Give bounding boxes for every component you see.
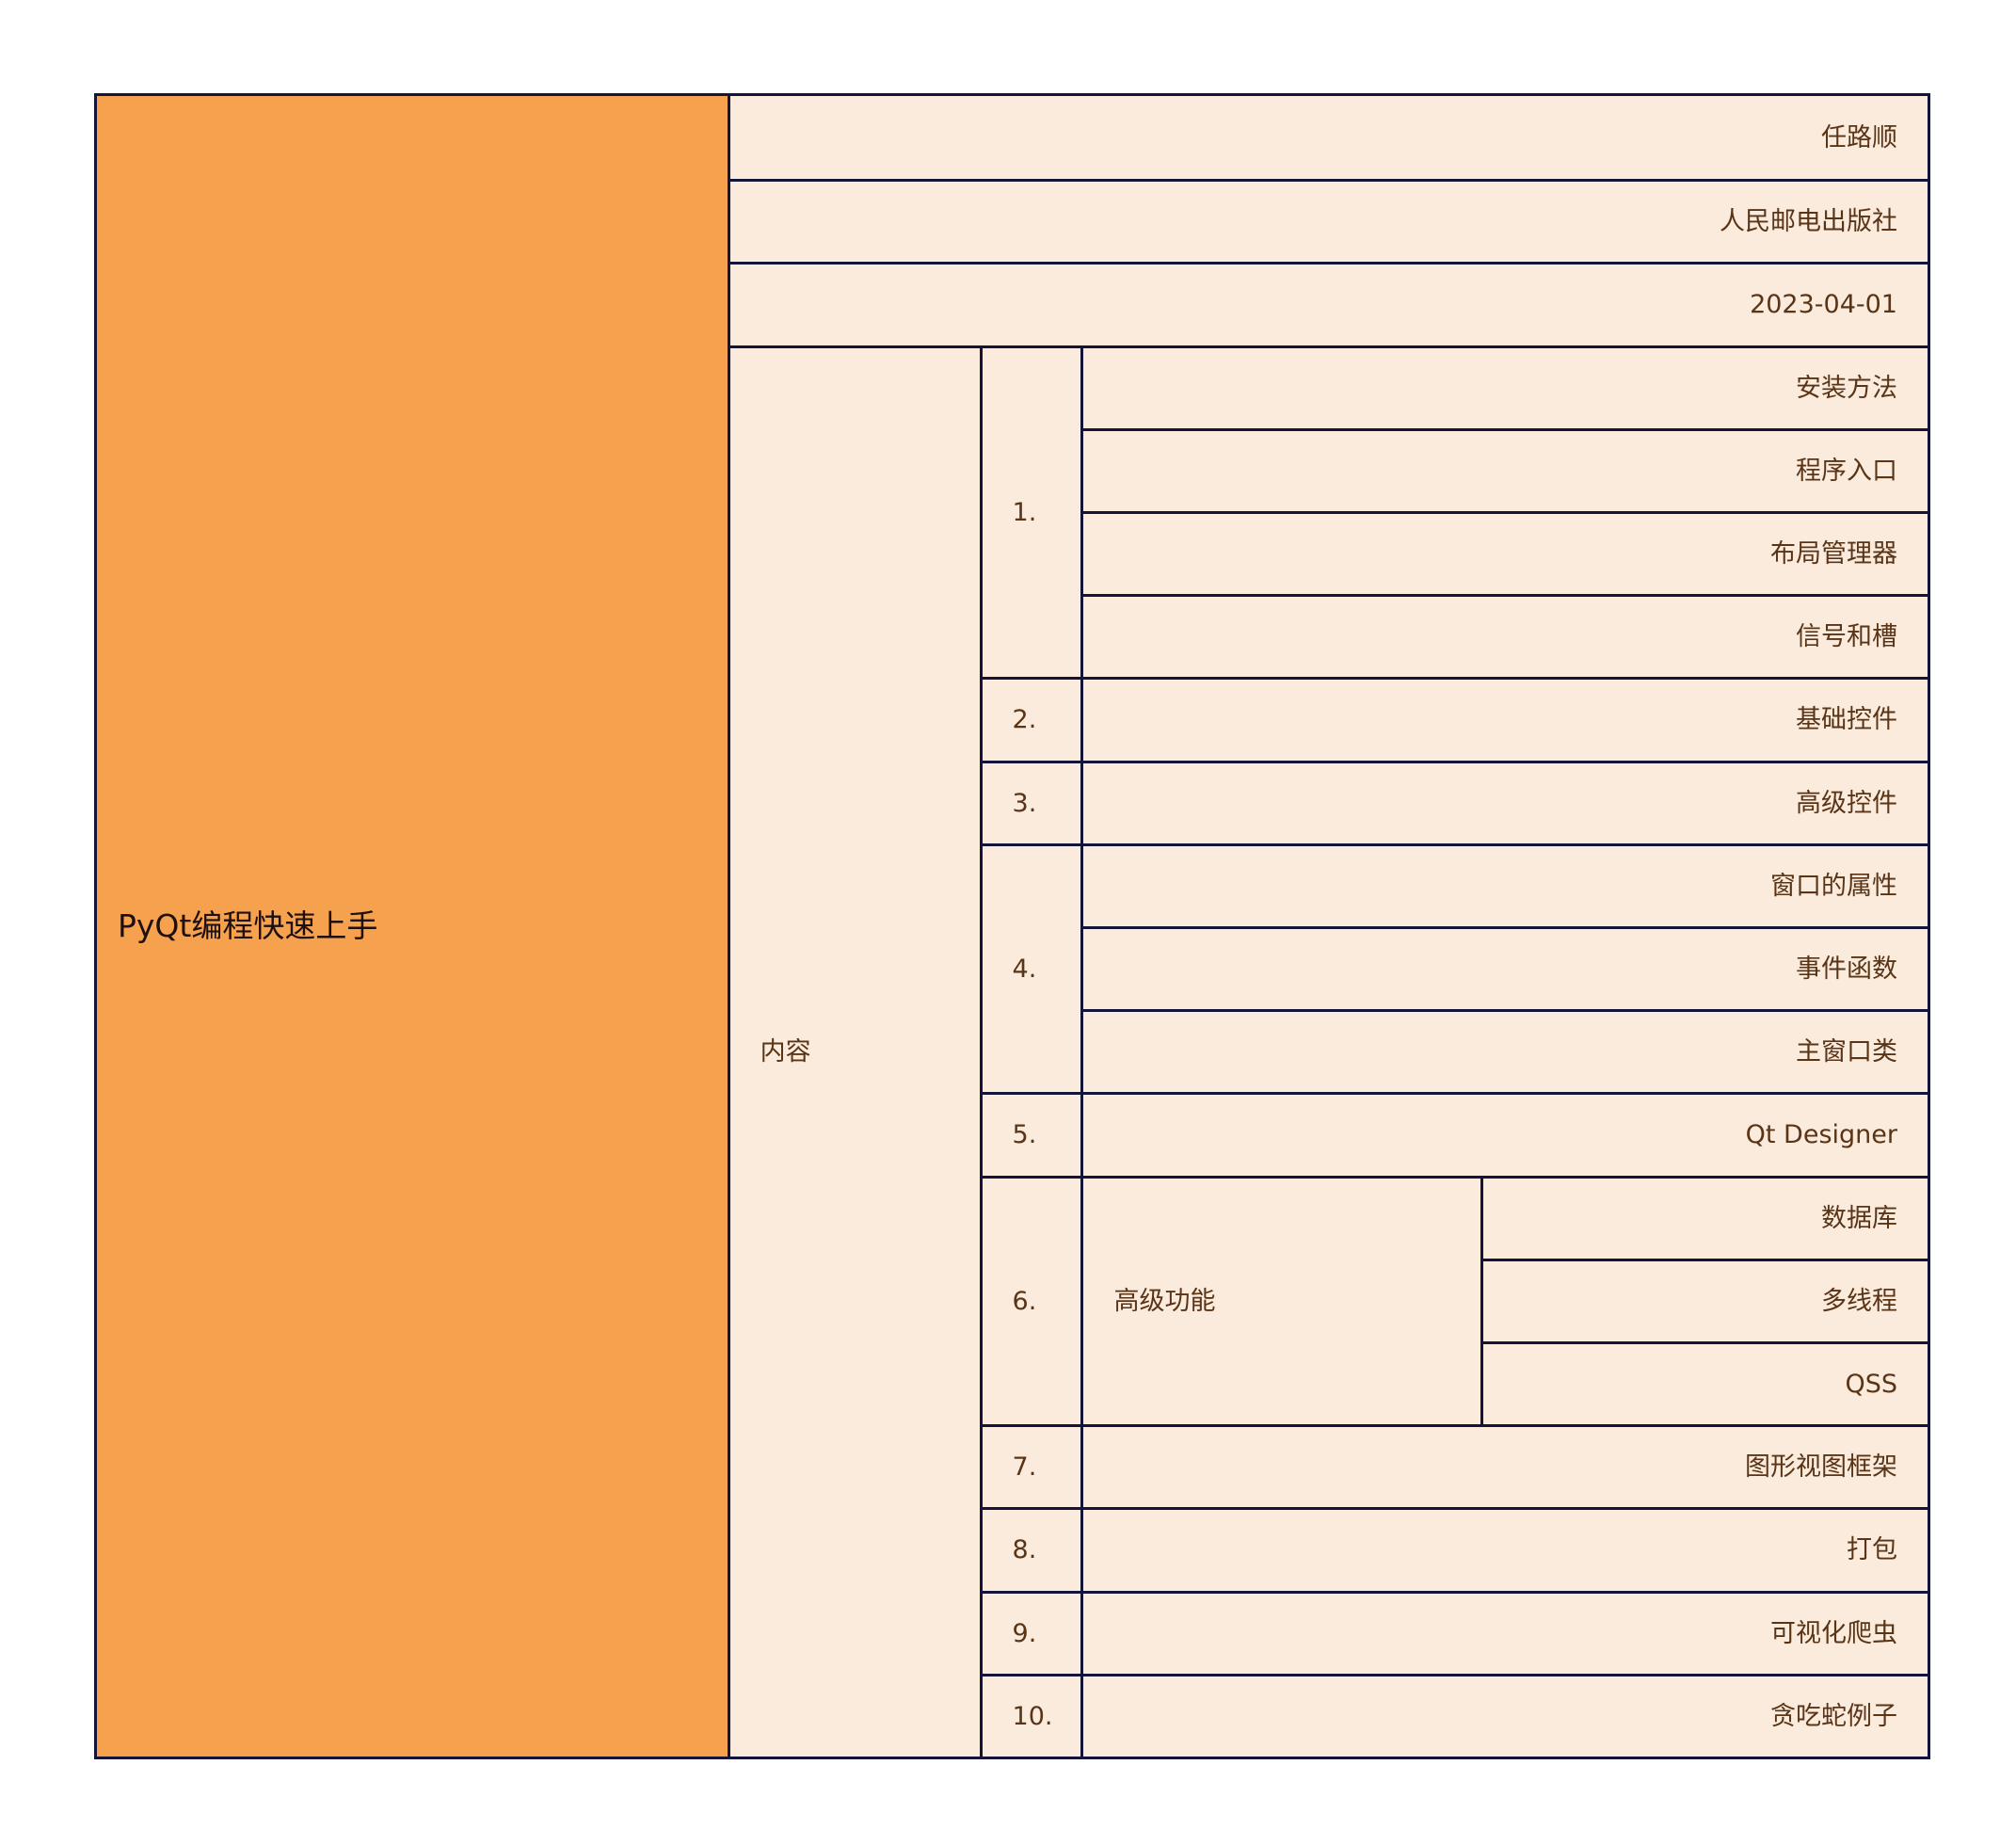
chapter-topic: QSS [1480, 1340, 1928, 1425]
chapter-title: 基础控件 [1080, 677, 1928, 761]
chapter-number: 8. [979, 1507, 1081, 1591]
mind-map-table: PyQt编程快速上手 任路顺 人民邮电出版社 2023-04-01 内容 1. … [94, 93, 1930, 1759]
date-cell: 2023-04-01 [727, 262, 1928, 345]
content-label: 内容 [727, 345, 980, 1757]
chapter-topic: 程序入口 [1080, 427, 1928, 511]
chapter-title: 高级功能 [1080, 1175, 1481, 1425]
chapter-topic: 信号和槽 [1080, 594, 1928, 678]
chapter-topic: 事件函数 [1080, 925, 1928, 1010]
chapter-title: 贪吃蛇例子 [1080, 1673, 1928, 1757]
chapter-title: 高级控件 [1080, 760, 1928, 843]
chapter-number: 9. [979, 1590, 1081, 1674]
chapter-title: 打包 [1080, 1507, 1928, 1591]
chapter-number: 2. [979, 677, 1081, 761]
author-cell: 任路顺 [727, 96, 1928, 180]
chapter-number: 4. [979, 842, 1081, 1093]
mind-map-grid: PyQt编程快速上手 任路顺 人民邮电出版社 2023-04-01 内容 1. … [97, 96, 1928, 1757]
chapter-number: 1. [979, 345, 1081, 678]
chapter-topic: 多线程 [1480, 1258, 1928, 1341]
chapter-number: 5. [979, 1092, 1081, 1176]
chapter-number: 3. [979, 760, 1081, 843]
chapter-topic: 主窗口类 [1080, 1009, 1928, 1093]
chapter-title: 图形视图框架 [1080, 1424, 1928, 1508]
chapter-number: 7. [979, 1424, 1081, 1508]
chapter-topic: 安装方法 [1080, 345, 1928, 428]
chapter-title: 可视化爬虫 [1080, 1590, 1928, 1674]
chapter-topic: 数据库 [1480, 1175, 1928, 1259]
chapter-number: 6. [979, 1175, 1081, 1425]
root-node: PyQt编程快速上手 [97, 96, 728, 1757]
chapter-number: 10. [979, 1673, 1081, 1757]
publisher-cell: 人民邮电出版社 [727, 179, 1928, 263]
chapter-topic: 窗口的属性 [1080, 842, 1928, 926]
chapter-title: Qt Designer [1080, 1092, 1928, 1176]
chapter-topic: 布局管理器 [1080, 510, 1928, 595]
